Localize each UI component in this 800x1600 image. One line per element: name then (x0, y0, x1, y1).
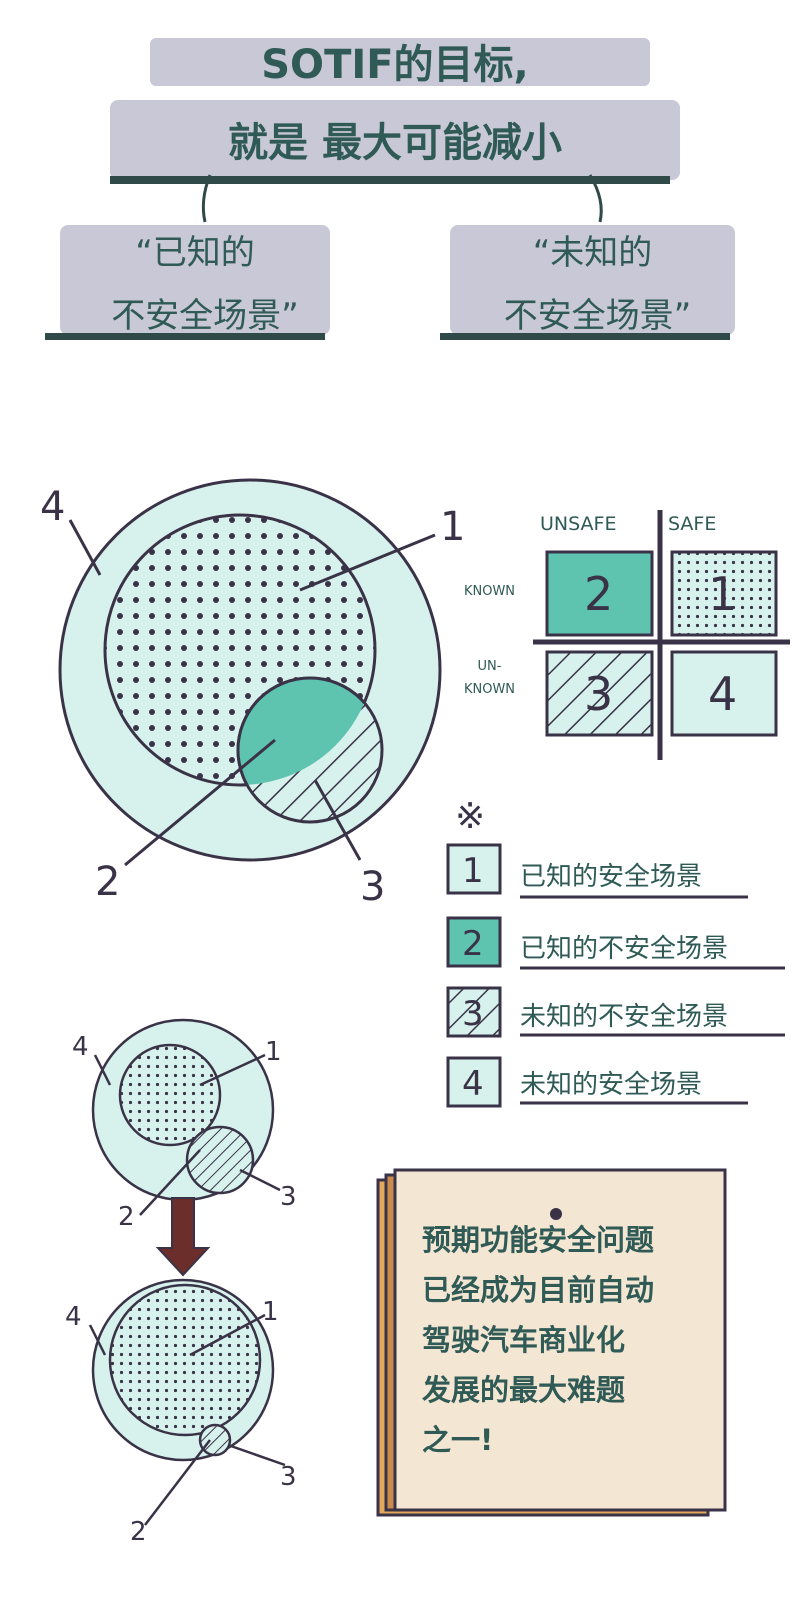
venn-small-before (91, 1018, 281, 1216)
note-line: 预期功能安全问题 (422, 1223, 655, 1257)
legend-label-3: 未知的不安全场景 (520, 1002, 729, 1032)
legend-num-1: 1 (462, 851, 484, 891)
small-venn1-label-2: 2 (118, 1202, 135, 1232)
note-line: 驾驶汽车商业化 (422, 1323, 626, 1357)
connector-left (201, 174, 212, 223)
matrix-cell-3: 3 (584, 667, 613, 721)
venn-large (58, 478, 442, 867)
note-line: 之一! (422, 1423, 494, 1457)
legend-label-4: 未知的安全场景 (520, 1070, 703, 1100)
matrix-cell-1: 1 (708, 567, 737, 621)
matrix-row-unknown-2: KNOWN (463, 682, 516, 697)
matrix-row-unknown-1: UN- (477, 659, 502, 674)
venn-label-2: 2 (95, 859, 120, 905)
small-venn1-label-4: 4 (72, 1032, 89, 1062)
matrix-cell-4: 4 (708, 667, 737, 721)
legend-label-2: 已知的不安全场景 (520, 934, 729, 964)
small-venn1-label-3: 3 (280, 1182, 297, 1212)
small-venn1-label-1: 1 (265, 1037, 282, 1067)
small-venn2-label-2: 2 (130, 1517, 147, 1547)
reference-mark: ※ (455, 796, 485, 837)
small-venn2-label-4: 4 (65, 1302, 82, 1332)
title-brush (45, 38, 735, 340)
venn-label-4: 4 (40, 484, 65, 530)
matrix-row-known: KNOWN (463, 584, 516, 599)
matrix-col-unsafe: UNSAFE (540, 513, 617, 535)
connector-right (588, 174, 603, 223)
small-venn2-label-3: 3 (280, 1462, 297, 1492)
legend-label-1: 已知的安全场景 (520, 862, 703, 892)
legend-num-3: 3 (462, 994, 484, 1034)
legend-num-4: 4 (462, 1064, 484, 1104)
unknown-unsafe-line-2: 不安全场景” (503, 296, 692, 336)
title-line-2: 就是 最大可能减小 (228, 120, 562, 166)
venn-label-1: 1 (440, 504, 465, 550)
venn-small-after (88, 1278, 286, 1526)
legend-swatches (446, 843, 785, 1108)
known-unsafe-line-1: “已知的 (135, 233, 255, 273)
matrix (533, 510, 790, 760)
legend-num-2: 2 (462, 924, 484, 964)
note-line: 发展的最大难题 (422, 1373, 626, 1407)
matrix-cell-2: 2 (584, 567, 613, 621)
title-line-1: SOTIF的目标, (261, 42, 529, 88)
venn-label-3: 3 (360, 864, 385, 910)
arrow-down-icon (155, 1197, 211, 1277)
note-text: 预期功能安全问题 已经成为目前自动 驾驶汽车商业化 发展的最大难题 之一! (422, 1215, 712, 1465)
unknown-unsafe-line-1: “未知的 (532, 233, 653, 273)
note-line: 已经成为目前自动 (422, 1273, 655, 1307)
known-unsafe-line-2: 不安全场景” (111, 296, 299, 336)
matrix-col-safe: SAFE (668, 513, 717, 535)
note-card (376, 1168, 727, 1517)
small-venn2-label-1: 1 (262, 1297, 279, 1327)
